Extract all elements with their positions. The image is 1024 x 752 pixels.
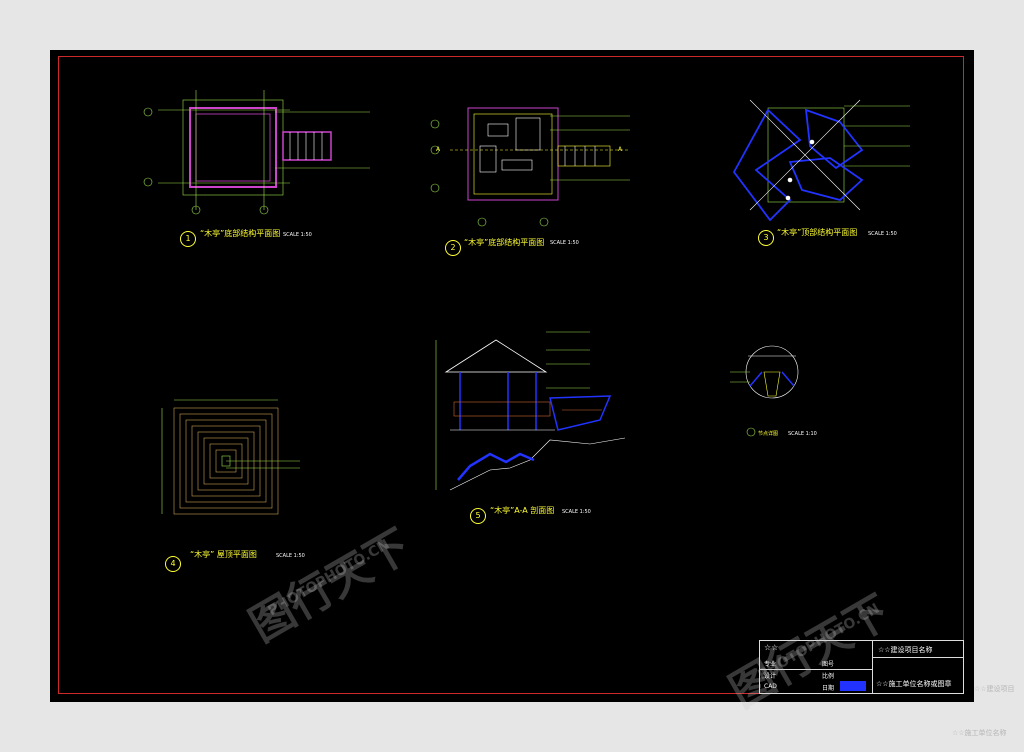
row-label-mid-1: 图号 — [822, 661, 835, 668]
drawing-title-2: “木亭”底部结构平面图 — [464, 238, 545, 247]
row-label-mid-2: 比例 — [822, 673, 835, 680]
row-label-1: 专业 — [764, 661, 777, 668]
drawing-title-3: “木亭”顶部结构平面图 — [777, 228, 858, 237]
drawing-number-1: 1 — [180, 231, 196, 247]
row-label-2: 设计 — [764, 673, 777, 680]
section-mark-a-right: A — [618, 146, 623, 153]
plan-2 — [430, 107, 630, 227]
title-block-blue-cell — [840, 681, 866, 691]
ghost-company-name: ☆☆施工单位名称 — [952, 729, 1007, 737]
cad-linework — [143, 90, 910, 515]
section-mark-a-left: A — [436, 146, 441, 153]
drawing-title-6: 节点详图 — [758, 431, 779, 437]
drawing-scale-6: SCALE 1:10 — [788, 431, 817, 437]
row-label-mid-3: 日期 — [822, 685, 835, 692]
title-block-stars: ☆☆ — [764, 643, 779, 652]
drawing-number-5: 5 — [470, 508, 486, 524]
plan-1 — [143, 90, 370, 215]
drawing-sheet: 1 “木亭”底部结构平面图 SCALE 1:50 2 “木亭”底部结构平面图 S… — [50, 50, 974, 718]
title-block: ☆☆ ☆☆建设项目名称 ☆☆施工单位名称或图章 专业 设计 CAD 图号 比例 … — [759, 640, 964, 694]
plan-3 — [732, 99, 910, 222]
section-5 — [435, 331, 626, 491]
drawing-number-3: 3 — [758, 230, 774, 246]
drawing-number-4: 4 — [165, 556, 181, 572]
drawing-scale-2: SCALE 1:50 — [550, 240, 579, 246]
ghost-project-name: ☆☆建设项目 — [974, 685, 1015, 693]
company-name: ☆☆施工单位名称或图章 — [876, 680, 952, 688]
drawing-frame — [58, 56, 964, 694]
drawing-number-2: 2 — [445, 240, 461, 256]
row-label-3: CAD — [764, 683, 777, 690]
drawing-scale-4: SCALE 1:50 — [276, 553, 305, 559]
detail-6 — [730, 345, 799, 437]
plan-4 — [161, 399, 300, 515]
drawing-scale-3: SCALE 1:50 — [868, 231, 897, 237]
drawing-title-4: “木亭” 屋顶平面图 — [190, 550, 257, 559]
drawing-title-5: “木亭”A-A 剖面图 — [490, 506, 555, 515]
drawing-title-1: “木亭”底部结构平面图 — [200, 229, 281, 238]
project-name: ☆☆建设项目名称 — [878, 646, 933, 654]
drawing-scale-1: SCALE 1:50 — [283, 232, 312, 238]
drawing-scale-5: SCALE 1:50 — [562, 509, 591, 515]
